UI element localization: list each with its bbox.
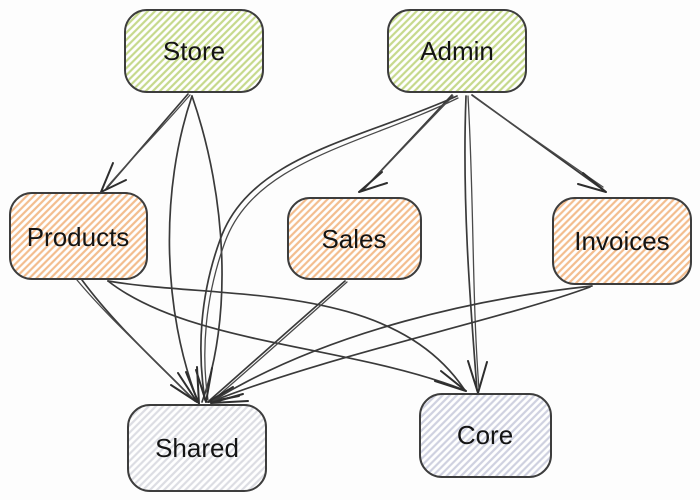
edge-line — [107, 280, 465, 390]
node-core[interactable]: Core — [419, 393, 552, 478]
edge-products-shared-arrowhead — [170, 372, 198, 403]
edge-line — [212, 286, 591, 402]
edge-admin-shared — [195, 95, 459, 403]
edge-line — [200, 95, 458, 401]
node-admin[interactable]: Admin — [387, 9, 527, 93]
node-products-box[interactable] — [9, 192, 148, 280]
edge-line — [464, 95, 478, 391]
edge-store-products-arrowhead — [100, 162, 127, 193]
edge-sales-shared — [207, 280, 348, 403]
edge-admin-sales — [358, 94, 454, 193]
edge-line — [211, 281, 348, 402]
node-invoices-box[interactable] — [552, 197, 692, 285]
edge-line — [76, 279, 194, 400]
edge-store-shared — [168, 95, 223, 405]
node-products[interactable]: Products — [9, 192, 148, 280]
node-shared-box[interactable] — [127, 404, 267, 492]
edge-admin-shared-arrowhead — [195, 367, 213, 403]
node-store[interactable]: Store — [124, 9, 264, 93]
node-store-box[interactable] — [124, 9, 264, 93]
node-admin-box[interactable] — [387, 9, 527, 93]
edge-line — [168, 95, 199, 403]
node-core-label: Core — [457, 420, 513, 450]
node-products-label: Products — [27, 222, 130, 252]
edge-admin-sales-arrowhead — [358, 171, 388, 193]
edge-store-products — [100, 93, 191, 193]
edge-admin-core — [464, 95, 488, 394]
node-shared-label: Shared — [155, 433, 239, 463]
node-sales-box[interactable] — [287, 197, 422, 280]
edge-line — [204, 97, 459, 401]
node-core-box[interactable] — [419, 393, 552, 478]
edge-admin-core-arrowhead — [467, 360, 488, 394]
edge-products-core-arrowhead — [434, 370, 467, 392]
node-sales[interactable]: Sales — [287, 197, 422, 280]
node-sales-label: Sales — [321, 224, 386, 254]
edge-line — [209, 280, 346, 401]
node-invoices-label: Invoices — [574, 226, 669, 256]
node-shared[interactable]: Shared — [127, 404, 267, 492]
edge-line — [213, 285, 593, 401]
node-invoices[interactable]: Invoices — [552, 197, 692, 285]
edge-admin-invoices-arrowhead — [577, 172, 607, 193]
node-store-label: Store — [163, 36, 225, 66]
edge-products-shared — [76, 279, 198, 403]
node-admin-label: Admin — [420, 36, 494, 66]
edge-invoices-shared-arrowhead — [210, 393, 249, 404]
edge-invoices-shared — [210, 285, 593, 404]
edge-line — [467, 95, 480, 390]
edge-line — [106, 94, 191, 188]
edge-admin-invoices — [471, 94, 607, 193]
